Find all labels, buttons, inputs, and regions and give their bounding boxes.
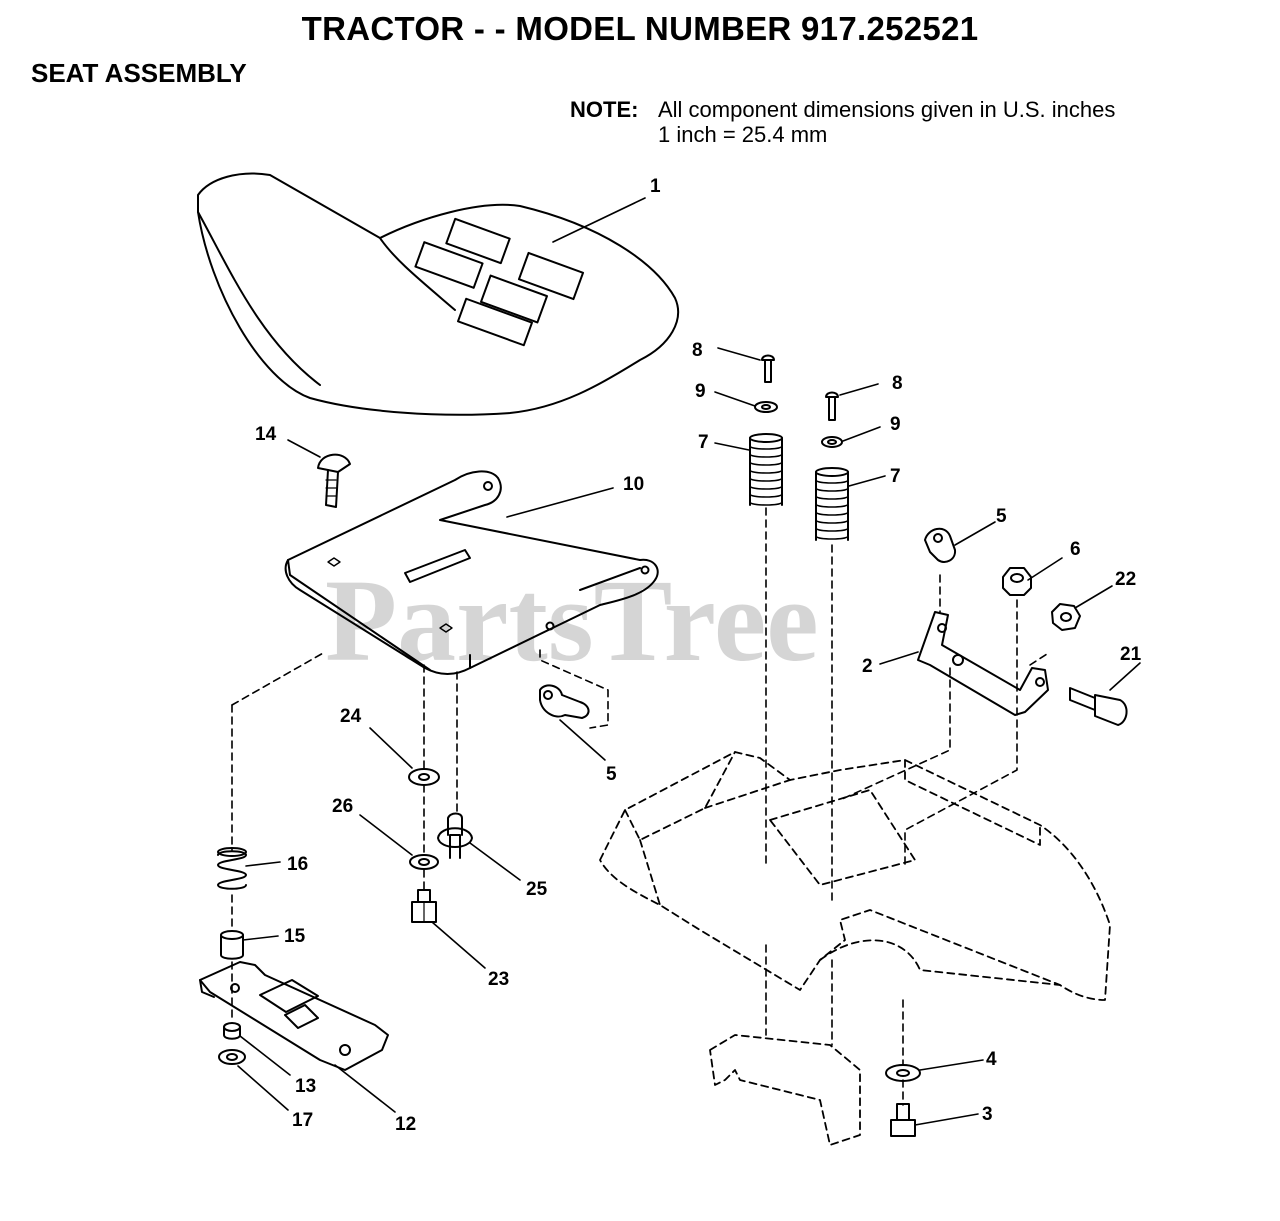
- callout-16: 16: [287, 854, 308, 875]
- washer-part-9-left: [714, 391, 778, 413]
- bolt-part-8-left: [717, 347, 775, 383]
- spring-part-7-right: [815, 467, 886, 541]
- spring-part-7-left: [714, 433, 783, 506]
- callout-25: 25: [526, 879, 548, 900]
- note-line-1: All component dimensions given in U.S. i…: [658, 97, 1116, 122]
- callout-23: 23: [488, 969, 509, 990]
- dimension-note: NOTE: All component dimensions given in U…: [570, 97, 1115, 147]
- callout-24: 24: [340, 706, 362, 727]
- callout-7-right: 7: [890, 466, 901, 487]
- callout-8-right: 8: [892, 373, 903, 394]
- washer-part-4: [885, 1059, 984, 1082]
- watermark-text: PartsTree: [325, 555, 819, 686]
- callout-10: 10: [623, 474, 644, 495]
- callout-17: 17: [292, 1110, 313, 1131]
- washer-part-17: [218, 1049, 289, 1111]
- bolt-part-8-right: [825, 383, 879, 421]
- nut-part-13: [223, 1022, 291, 1076]
- callout-12: 12: [395, 1114, 416, 1135]
- callout-5-right: 5: [996, 506, 1007, 527]
- callout-1: 1: [650, 176, 661, 197]
- callout-4: 4: [986, 1049, 997, 1070]
- page-title: TRACTOR - - MODEL NUMBER 917.252521: [301, 10, 979, 47]
- callout-8-left: 8: [692, 340, 703, 361]
- callout-13: 13: [295, 1076, 316, 1097]
- callout-3: 3: [982, 1104, 993, 1125]
- spacer-part: [220, 930, 279, 960]
- washer-part-26: [359, 814, 439, 870]
- callout-7-left: 7: [698, 432, 709, 453]
- seat-clip-part-left: [539, 684, 606, 761]
- callout-2: 2: [862, 656, 873, 677]
- tractor-frame-part: [599, 751, 1111, 1146]
- seat-bracket-part: [879, 611, 1049, 716]
- hex-bolt-part: [411, 889, 486, 969]
- lock-nut-part: [1002, 557, 1063, 596]
- shoulder-bolt-part-21: [1069, 662, 1141, 726]
- callout-26: 26: [332, 796, 353, 817]
- seat-adjust-plate-part: [199, 961, 396, 1113]
- callout-21: 21: [1120, 644, 1142, 665]
- spring-part-16: [217, 847, 281, 890]
- callout-14: 14: [255, 424, 277, 445]
- hex-bolt-part-3: [890, 1103, 979, 1137]
- seat-part: [197, 172, 680, 416]
- washer-part-24: [369, 727, 440, 786]
- hex-nut-part-22: [1051, 585, 1113, 631]
- callout-22: 22: [1115, 569, 1136, 590]
- note-label: NOTE:: [570, 97, 639, 122]
- callout-6: 6: [1070, 539, 1081, 560]
- note-line-2: 1 inch = 25.4 mm: [658, 122, 828, 147]
- seat-pan-part: [284, 470, 659, 675]
- callout-9-right: 9: [890, 414, 901, 435]
- seat-clip-part-right: [924, 521, 996, 563]
- shoulder-bolt-part: [437, 812, 521, 881]
- section-title: SEAT ASSEMBLY: [31, 58, 247, 88]
- callout-15: 15: [284, 926, 306, 947]
- alignment-lines: [231, 507, 1051, 1106]
- washer-part-9-right: [821, 426, 881, 448]
- callout-5-left: 5: [606, 764, 617, 785]
- callout-9-left: 9: [695, 381, 706, 402]
- carriage-bolt-part: [287, 439, 351, 508]
